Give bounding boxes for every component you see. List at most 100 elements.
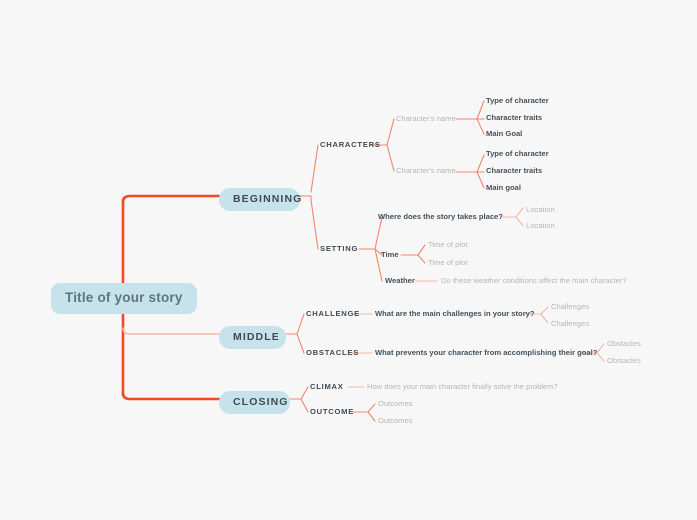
- edge-beginning-to-characters: [310, 144, 319, 193]
- leaf-character-1-goal-label: Main Goal: [486, 129, 523, 138]
- sub-node-climax-label: CLIMAX: [310, 382, 344, 391]
- leaf-time-of-plot-1[interactable]: Time of plot: [428, 241, 467, 249]
- leaf-time-of-plot-2[interactable]: Time of plot: [428, 259, 467, 267]
- leaf-story-place-question[interactable]: Where does the story takes place?: [378, 213, 503, 221]
- leaf-character-1-traits[interactable]: Character traits: [486, 114, 542, 122]
- edge-challenge-to-c1: [540, 306, 549, 315]
- sub-node-characters[interactable]: CHARACTERS: [320, 141, 381, 149]
- sub-node-setting[interactable]: SETTING: [320, 245, 358, 253]
- edge-characters-to-char1: [386, 118, 395, 146]
- root-node-label: Title of your story: [65, 290, 183, 305]
- edges-setting: [358, 216, 383, 282]
- leaf-character-1-traits-label: Character traits: [486, 113, 543, 122]
- edge-outcome-to-o2: [367, 411, 376, 422]
- edge-place-to-loc2: [515, 216, 524, 227]
- edges-middle: [285, 313, 305, 354]
- branch-node-middle[interactable]: MIDDLE: [219, 326, 286, 349]
- leaf-weather-question-label: Do these weather conditions affect the m…: [441, 276, 627, 285]
- leaf-challenge-question[interactable]: What are the main challenges in your sto…: [375, 310, 535, 318]
- edge-place-to-loc1: [515, 207, 524, 218]
- leaf-climax-question-label: How does your main character finally sol…: [367, 382, 558, 391]
- leaf-weather[interactable]: Weather: [385, 277, 415, 285]
- sub-node-obstacles-label: OBSTACLES: [306, 348, 360, 357]
- leaf-obstacles-question-label: What prevents your character from accomp…: [375, 348, 598, 357]
- sub-node-outcome[interactable]: OUTCOME: [310, 408, 354, 416]
- leaf-character-name-1-label: Character's name: [396, 114, 456, 123]
- branch-node-middle-label: MIDDLE: [233, 331, 280, 343]
- edge-char1-to-type: [476, 100, 485, 120]
- branch-node-beginning[interactable]: BEGINNING: [219, 188, 303, 211]
- leaf-outcomes-2[interactable]: Outcomes: [378, 417, 413, 425]
- leaf-time-label: Time: [381, 250, 399, 259]
- edges-character-2: [455, 154, 485, 189]
- edge-char2-to-goal: [476, 171, 485, 189]
- leaf-character-name-2[interactable]: Character's name: [396, 167, 456, 175]
- leaf-character-name-2-label: Character's name: [396, 166, 456, 175]
- edge-setting-to-place: [374, 216, 383, 250]
- sub-node-challenge-label: CHALLENGE: [306, 309, 360, 318]
- edge-closing-to-climax: [300, 386, 309, 400]
- leaf-obstacles-question[interactable]: What prevents your character from accomp…: [375, 349, 597, 357]
- leaf-climax-question[interactable]: How does your main character finally sol…: [367, 383, 558, 391]
- leaf-character-1-goal[interactable]: Main Goal: [486, 130, 522, 138]
- leaf-character-2-traits[interactable]: Character traits: [486, 167, 542, 175]
- leaf-character-1-type[interactable]: Type of character: [486, 97, 549, 105]
- branch-node-closing[interactable]: CLOSING: [219, 391, 290, 414]
- leaf-obstacles-2[interactable]: Obstacles: [607, 357, 641, 365]
- leaf-time[interactable]: Time: [381, 251, 399, 259]
- spine-to-beginning: [121, 194, 221, 204]
- edge-obstacles-to-o2: [596, 352, 605, 362]
- leaf-character-name-1[interactable]: Character's name: [396, 115, 456, 123]
- edge-char2-to-type: [476, 154, 485, 173]
- leaf-obstacles-1[interactable]: Obstacles: [607, 340, 641, 348]
- leaf-outcomes-1-label: Outcomes: [378, 399, 413, 408]
- spine-to-middle: [122, 327, 220, 335]
- leaf-location-2-label: Location: [526, 221, 555, 230]
- sub-node-obstacles[interactable]: OBSTACLES: [306, 349, 359, 357]
- root-node-title-of-your-story[interactable]: Title of your story: [51, 283, 197, 314]
- edges-time: [400, 244, 426, 264]
- edge-challenge-to-c2: [540, 313, 549, 324]
- edge-obstacles-to-o1: [596, 343, 605, 354]
- leaf-challenges-1[interactable]: Challenges: [551, 303, 589, 311]
- edge-outcome-to-o1: [367, 403, 376, 413]
- spine-to-closing: [121, 391, 221, 401]
- leaf-location-2[interactable]: Location: [526, 222, 555, 230]
- sub-node-challenge[interactable]: CHALLENGE: [306, 310, 360, 318]
- leaf-challenge-question-label: What are the main challenges in your sto…: [375, 309, 535, 318]
- edges-character-1: [455, 100, 485, 135]
- edges-place: [500, 207, 524, 227]
- leaf-outcomes-2-label: Outcomes: [378, 416, 413, 425]
- edge-middle-to-challenge: [296, 313, 305, 335]
- sub-node-outcome-label: OUTCOME: [310, 407, 355, 416]
- leaf-character-2-type[interactable]: Type of character: [486, 150, 549, 158]
- leaf-character-1-type-label: Type of character: [486, 96, 549, 105]
- edge-char1-to-goal: [476, 118, 485, 135]
- edge-middle-to-obstacles: [296, 333, 305, 354]
- leaf-weather-label: Weather: [385, 276, 415, 285]
- leaf-weather-question[interactable]: Do these weather conditions affect the m…: [441, 277, 627, 285]
- leaf-outcomes-1[interactable]: Outcomes: [378, 400, 413, 408]
- sub-node-characters-label: CHARACTERS: [320, 140, 381, 149]
- edge-time-to-plot2: [417, 254, 426, 264]
- leaf-challenges-1-label: Challenges: [551, 302, 589, 311]
- edges-outcome: [352, 403, 376, 422]
- edge-characters-to-char2: [386, 144, 395, 172]
- leaf-character-2-goal[interactable]: Main goal: [486, 184, 521, 192]
- leaf-obstacles-2-label: Obstacles: [607, 356, 641, 365]
- leaf-obstacles-1-label: Obstacles: [607, 339, 641, 348]
- leaf-challenges-2[interactable]: Challenges: [551, 320, 589, 328]
- edge-beginning-to-setting: [310, 199, 319, 250]
- sub-node-climax[interactable]: CLIMAX: [310, 383, 344, 391]
- leaf-location-1[interactable]: Location: [526, 206, 555, 214]
- edge-closing-to-outcome: [300, 398, 309, 413]
- edge-time-to-plot1: [417, 244, 426, 256]
- leaf-challenges-2-label: Challenges: [551, 319, 589, 328]
- leaf-character-2-traits-label: Character traits: [486, 166, 543, 175]
- branch-node-beginning-label: BEGINNING: [233, 193, 303, 205]
- leaf-character-2-goal-label: Main goal: [486, 183, 522, 192]
- edges-closing: [289, 386, 309, 413]
- leaf-location-1-label: Location: [526, 205, 555, 214]
